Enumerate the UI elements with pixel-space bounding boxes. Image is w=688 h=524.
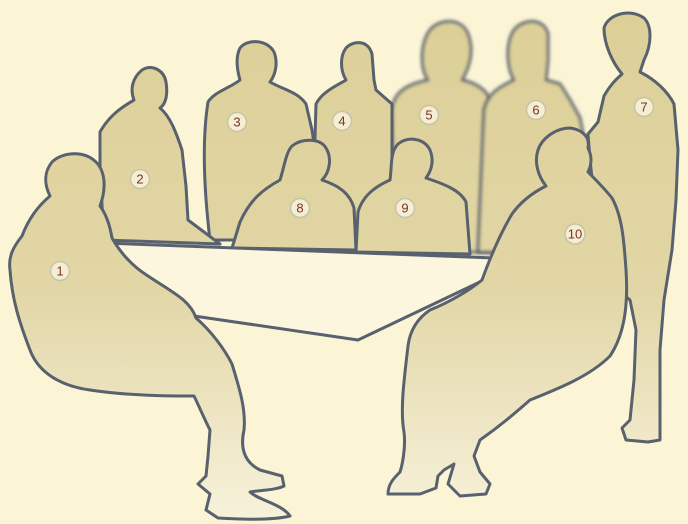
badge-4: 4 (333, 112, 352, 131)
badge-6: 6 (527, 101, 546, 120)
badge-10: 10 (565, 224, 585, 244)
badge-8: 8 (291, 199, 310, 218)
badge-1-label: 1 (56, 264, 63, 279)
badge-1: 1 (51, 262, 70, 281)
badge-7-label: 7 (640, 100, 647, 115)
badge-7: 7 (635, 98, 654, 117)
badge-3-label: 3 (233, 115, 240, 130)
badge-4-label: 4 (338, 114, 345, 129)
badge-5: 5 (420, 106, 439, 125)
badge-8-label: 8 (296, 201, 303, 216)
badge-5-label: 5 (425, 108, 432, 123)
badge-10-label: 10 (568, 227, 582, 242)
badge-9-label: 9 (401, 201, 408, 216)
badge-2: 2 (131, 170, 150, 189)
badge-3: 3 (228, 113, 247, 132)
badge-6-label: 6 (532, 103, 539, 118)
badge-2-label: 2 (136, 172, 143, 187)
badge-9: 9 (396, 199, 415, 218)
person-2-silhouette (100, 68, 220, 244)
